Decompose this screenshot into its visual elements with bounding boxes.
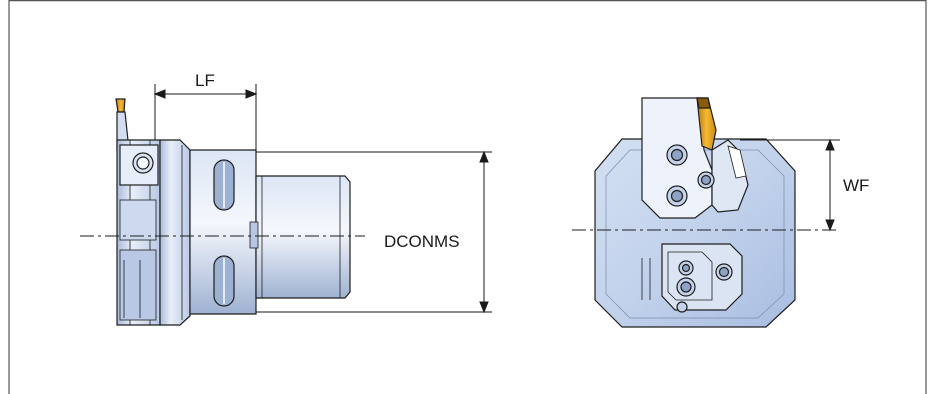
dconms-dimension: [256, 150, 492, 314]
coupling-body: [189, 149, 257, 315]
screw-icon-1: [666, 144, 688, 166]
lf-dimension: [153, 84, 258, 150]
screw-icon-7: [676, 301, 688, 313]
wf-label: WF: [843, 176, 870, 195]
lf-label: LF: [195, 71, 215, 90]
screw-icon-3: [697, 171, 715, 189]
wf-dimension: [740, 138, 840, 232]
side-insert-tip: [115, 98, 126, 113]
dconms-label: DCONMS: [384, 232, 460, 251]
front-view: [594, 97, 796, 328]
screw-icon-6: [676, 277, 696, 297]
frame-border: [8, 0, 927, 394]
flange: [159, 139, 191, 326]
screw-icon-4: [678, 260, 694, 276]
screw-icon-5: [715, 263, 733, 281]
side-view: [115, 98, 351, 326]
screw-icon-2: [666, 185, 688, 207]
shank: [255, 175, 351, 299]
